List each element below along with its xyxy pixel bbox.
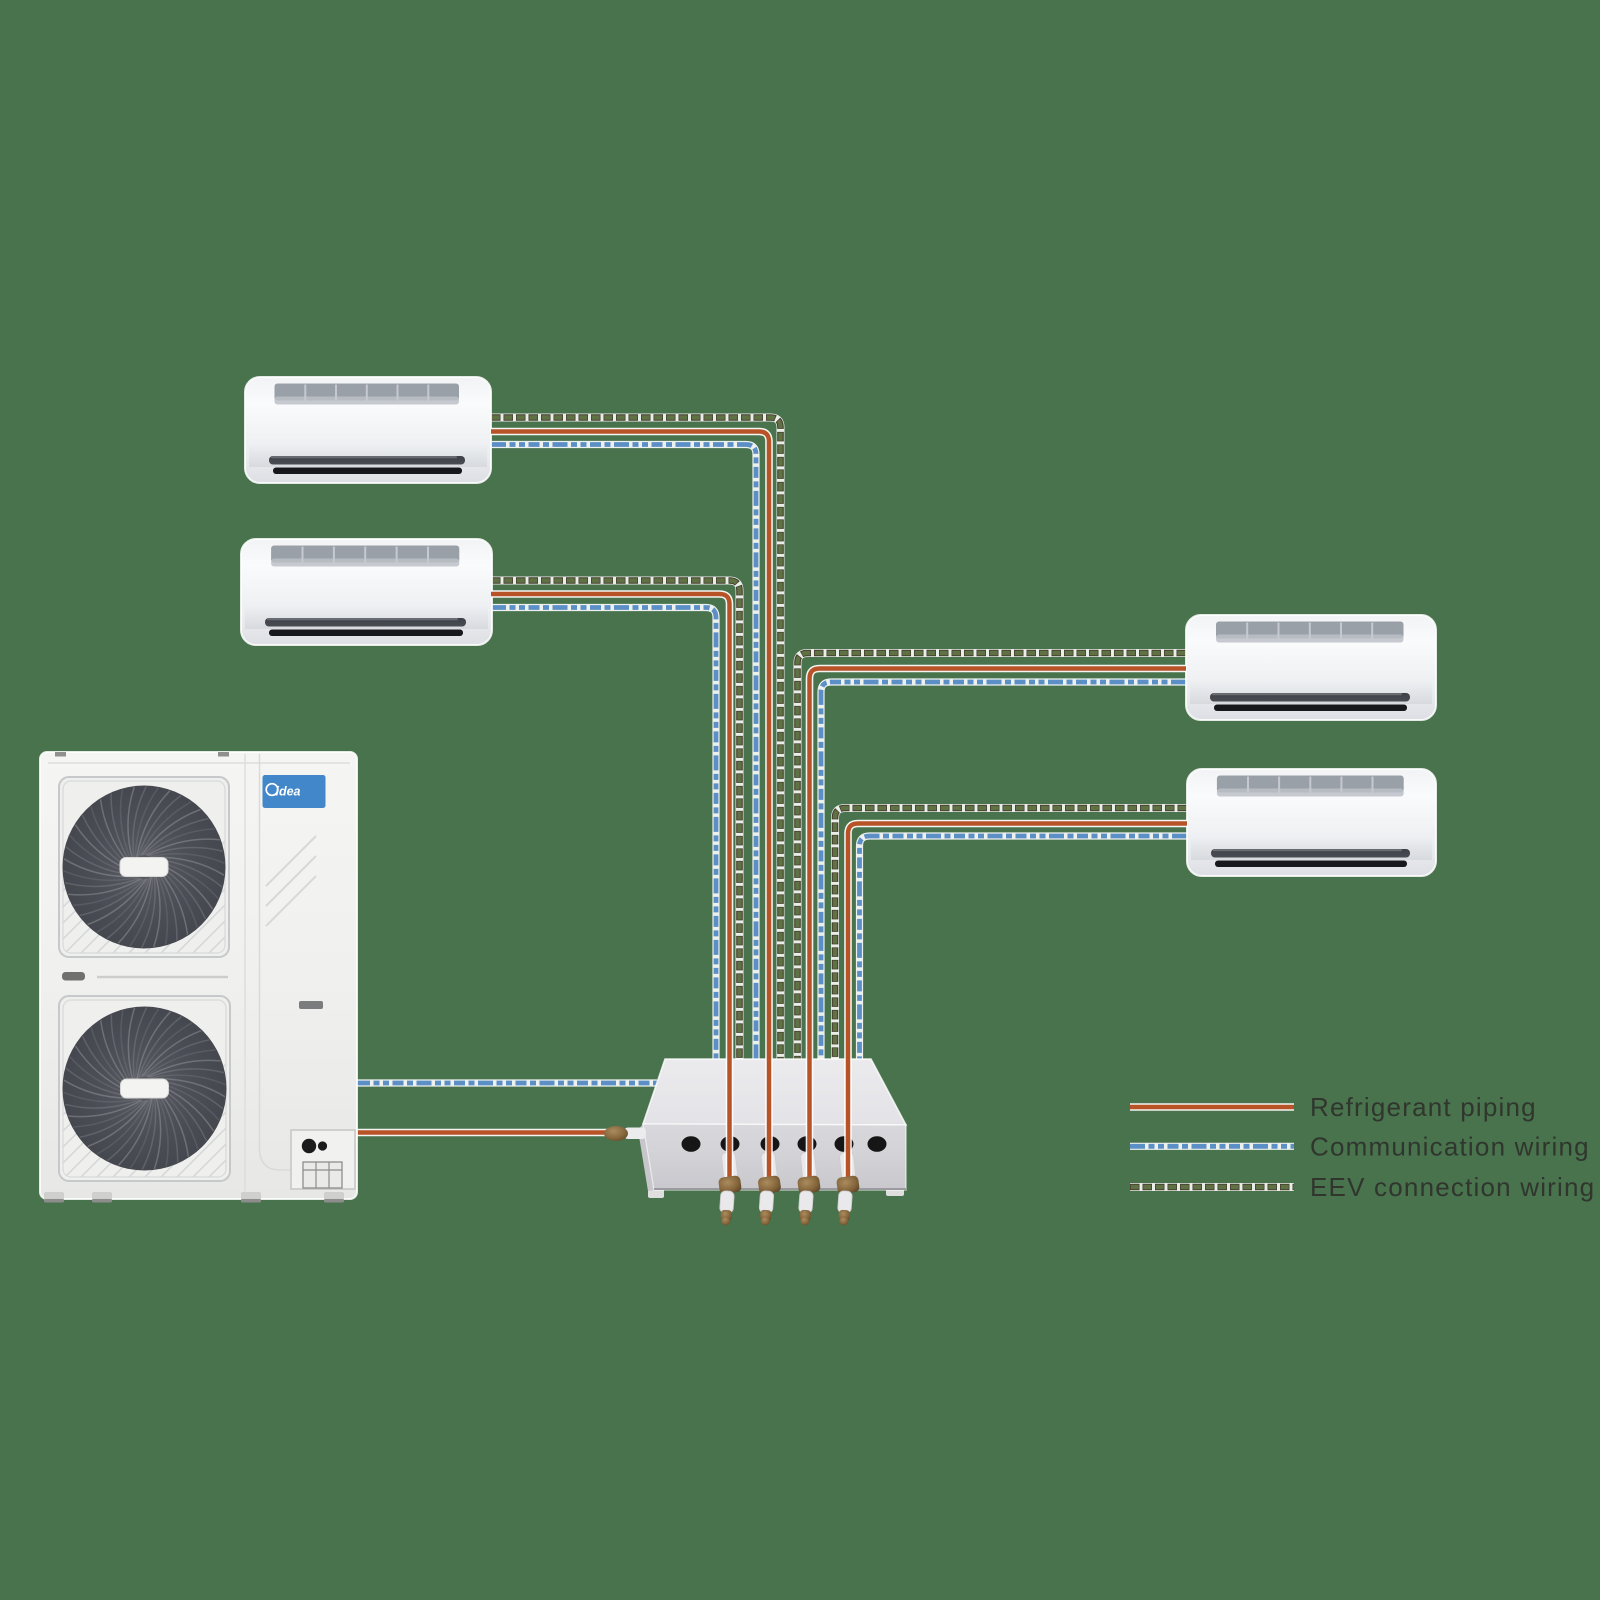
- svg-text:EEV connection wiring: EEV connection wiring: [1310, 1172, 1595, 1202]
- svg-text:idea: idea: [276, 785, 301, 799]
- svg-text:Refrigerant piping: Refrigerant piping: [1310, 1092, 1537, 1122]
- svg-text:Communication wiring: Communication wiring: [1310, 1132, 1590, 1162]
